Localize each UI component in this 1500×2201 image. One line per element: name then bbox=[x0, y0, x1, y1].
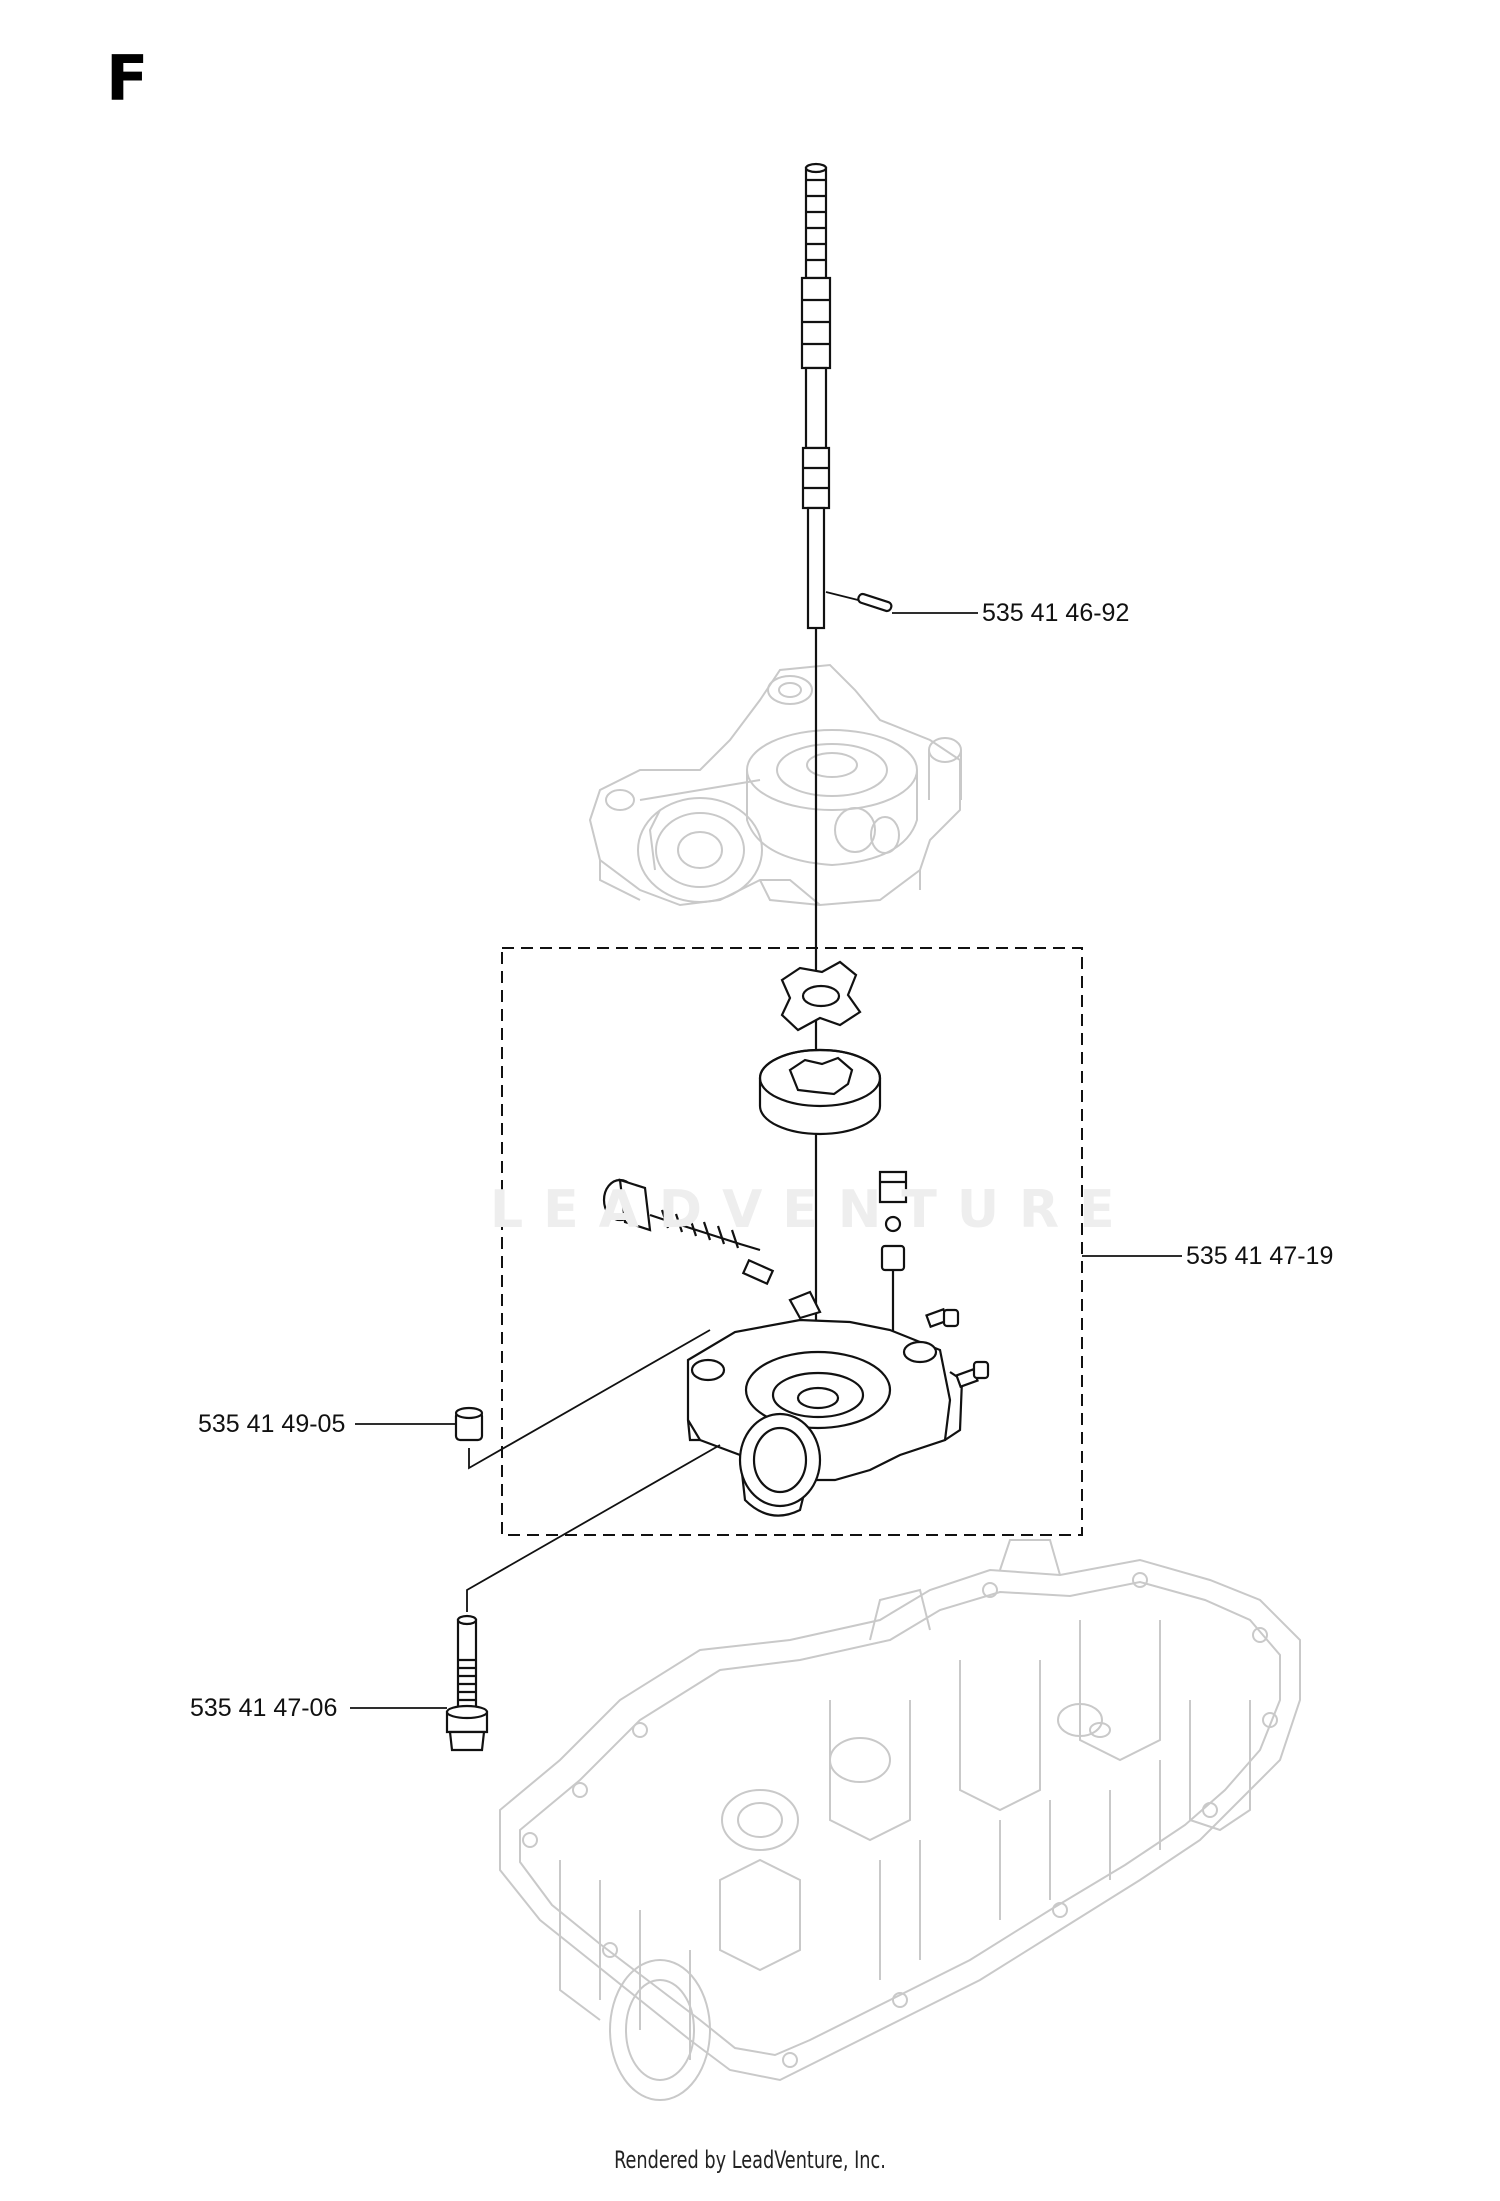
part-number-label-shaft-pin[interactable]: 535 41 46-92 bbox=[982, 599, 1130, 627]
part-number-label-dowel-sleeve[interactable]: 535 41 49-05 bbox=[198, 1410, 346, 1438]
inner-rotor-illustration bbox=[780, 960, 862, 1032]
footer-credit: Rendered by LeadVenture, Inc. bbox=[614, 2146, 886, 2174]
part-number-label-oil-pump-assembly[interactable]: 535 41 47-19 bbox=[1186, 1242, 1334, 1270]
outer-rotor-illustration bbox=[758, 1048, 882, 1136]
lower-crankcase-illustration bbox=[499, 1539, 1301, 2101]
oil-pump-assembly-boundary bbox=[501, 947, 1083, 1536]
oil-pump-body-illustration bbox=[686, 1290, 964, 1517]
section-letter: F bbox=[106, 42, 149, 115]
assembly-lead-lines bbox=[466, 1329, 721, 1612]
shaft-pin-illustration bbox=[825, 591, 893, 613]
pump-screws-illustration bbox=[925, 1307, 990, 1389]
upper-housing-illustration bbox=[588, 663, 962, 907]
relief-valve-illustration bbox=[602, 1178, 775, 1286]
flange-bolt-illustration bbox=[445, 1614, 489, 1752]
part-number-label-flange-bolt[interactable]: 535 41 47-06 bbox=[190, 1694, 338, 1722]
check-valve-parts-illustration bbox=[878, 1170, 908, 1335]
watermark: LEADVENTURE bbox=[490, 1180, 1135, 1240]
drive-shaft-illustration bbox=[800, 162, 832, 1430]
dowel-sleeve-illustration bbox=[454, 1406, 484, 1442]
